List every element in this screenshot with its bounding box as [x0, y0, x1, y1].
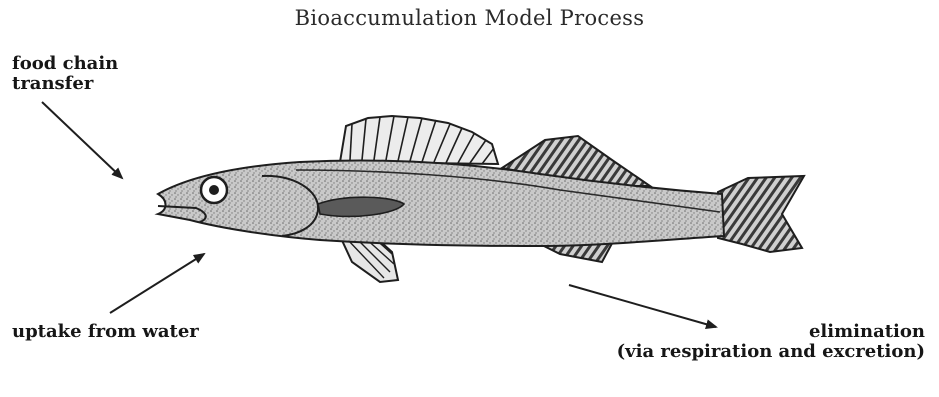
fish-illustration-icon	[158, 116, 804, 282]
uptake-arrow-icon	[110, 254, 204, 313]
elimination-arrow-icon	[569, 285, 716, 327]
food-chain-arrow-icon	[42, 102, 122, 178]
